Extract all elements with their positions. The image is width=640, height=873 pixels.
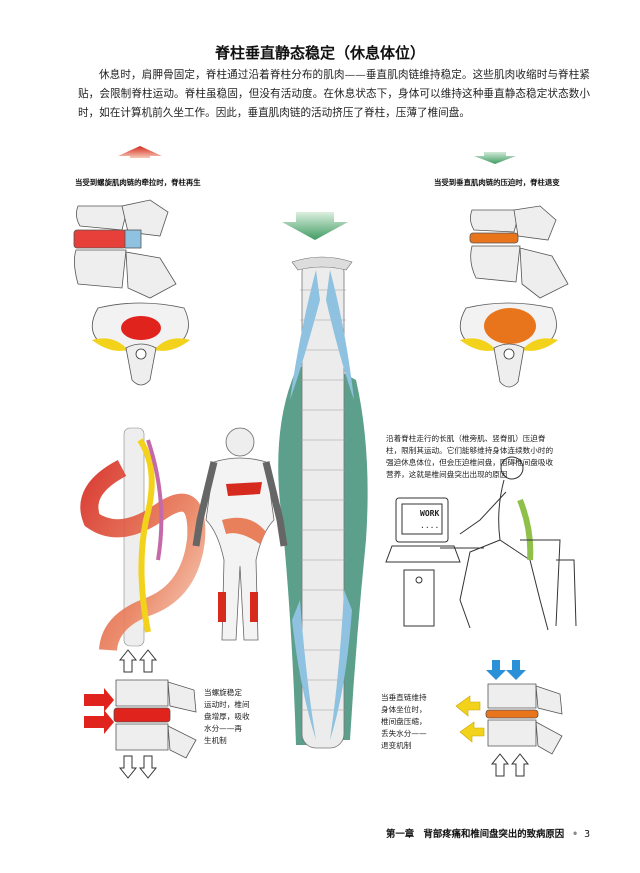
right-caption: 当受到垂直肌肉链的压迫时，脊柱退变 — [434, 178, 560, 187]
left-vertebra-top-view — [91, 302, 190, 386]
back-figure-with-spiral-muscles — [192, 427, 288, 641]
left-lower-vertebra — [113, 679, 197, 759]
footer-dot-icon: • — [572, 829, 579, 840]
central-compression-arrow-icon — [282, 212, 348, 240]
left-red-arrows-icon — [84, 688, 114, 734]
page-footer: 第一章 背部疼痛和椎间盘突出的致病原因 • 3 — [386, 826, 590, 840]
chapter-title: 第一章 背部疼痛和椎间盘突出的致病原因 — [386, 829, 565, 840]
right-yellow-arrows-icon — [455, 695, 485, 743]
page-title: 脊柱垂直静态稳定（休息体位） — [214, 44, 425, 62]
right-blue-down-arrows-icon — [486, 660, 526, 680]
left-caption: 当受到螺旋肌肉链的牵拉时，脊柱再生 — [75, 178, 201, 187]
vertical-chain-description: 沿着脊柱走行的长肌（椎旁肌、竖脊肌）压迫脊 柱，限制其运动。它们能够维持身体连续… — [386, 434, 554, 479]
monitor-text-line-1: WORK — [420, 509, 439, 518]
regeneration-up-arrow-icon — [118, 146, 162, 158]
right-vertebra-top-view — [459, 302, 558, 388]
page-number: 3 — [584, 829, 591, 840]
right-vertebra-side-view — [469, 205, 569, 299]
central-spine-illustration — [278, 256, 368, 749]
left-lower-down-arrows-icon — [118, 755, 158, 779]
degeneration-down-arrow-icon — [474, 152, 516, 164]
spiral-regeneration-note: 当螺旋稳定 运动时，椎间 盘增厚，吸收 水分——再 生机制 — [204, 688, 250, 745]
vertical-degeneration-note: 当垂直链维持 身体坐位时， 椎间盘压缩， 丢失水分—— 退变机制 — [381, 693, 427, 750]
right-lower-vertebra — [485, 683, 563, 755]
intro-paragraph: 休息时，肩胛骨固定，脊柱通过沿着脊柱分布的肌肉——垂直肌肉链维持稳定。这些肌肉收… — [78, 69, 590, 119]
computer-worker-scene — [385, 456, 577, 631]
right-lower-up-arrows-icon — [490, 753, 530, 777]
left-lower-up-arrows-icon — [118, 649, 158, 673]
spiral-chain-skeleton — [80, 427, 206, 652]
left-vertebra-side-view — [73, 199, 177, 299]
monitor-text-line-2: .... — [420, 521, 439, 530]
